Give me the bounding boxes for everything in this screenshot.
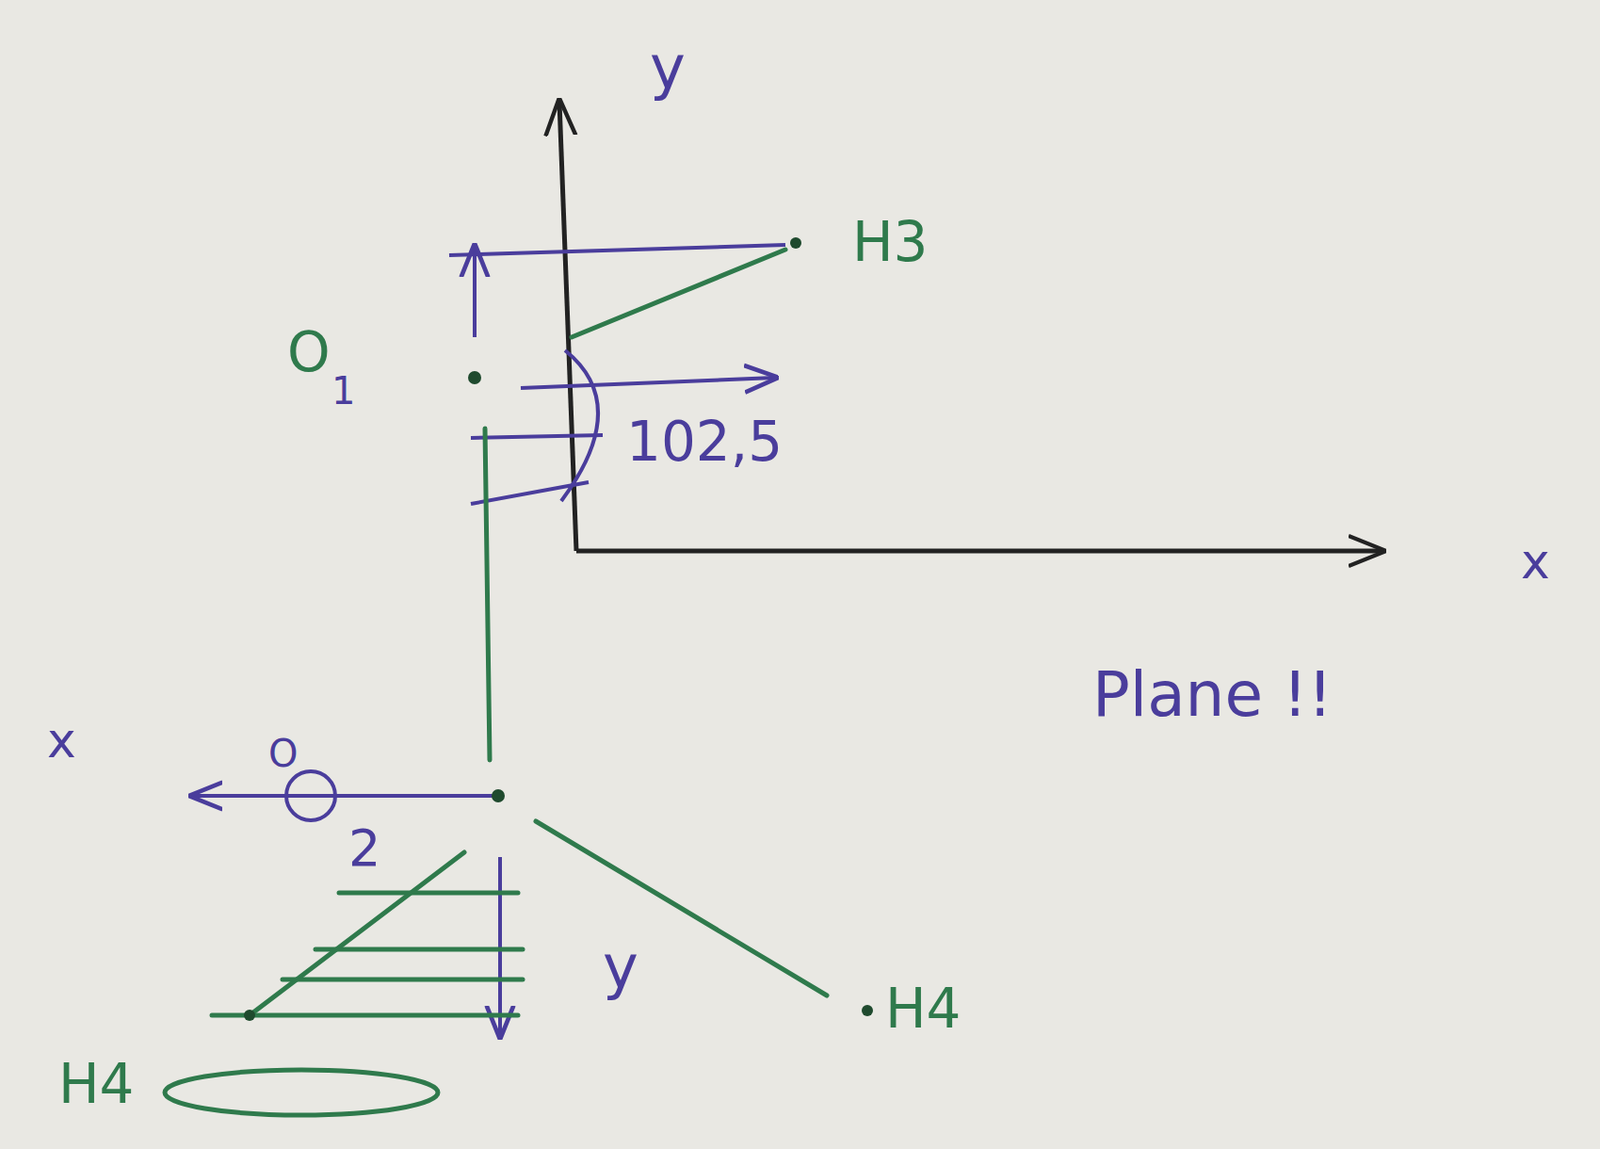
atom-dot: [861, 1004, 873, 1017]
x-axis: [576, 549, 1383, 554]
atom-dot: [243, 1009, 256, 1021]
atom-label: H4: [58, 1056, 135, 1112]
axis-label: x: [47, 715, 77, 765]
atom-label: O: [268, 734, 298, 773]
hatch-line: [282, 977, 523, 983]
angle-arc: [561, 350, 598, 502]
hatch-line: [211, 1013, 518, 1019]
atom-label: O: [287, 324, 331, 380]
bond-line: [571, 249, 786, 338]
axis-label: x: [1520, 536, 1551, 586]
axis-label: y: [649, 37, 686, 98]
atom-label: H3: [852, 214, 929, 270]
y-axis-arrow: [498, 856, 502, 1036]
vector-arrow: [520, 377, 776, 388]
atom-label: H4: [885, 981, 962, 1036]
atom-index: 2: [348, 823, 381, 874]
atom-dot: [468, 371, 482, 385]
atom-index: 1: [331, 371, 356, 410]
hatch-line: [339, 890, 518, 896]
atom-dots: [243, 237, 873, 1021]
axis-circle: [286, 771, 336, 821]
bonds: [164, 249, 827, 1116]
hatch-line: [470, 435, 603, 438]
atom-dot: [491, 789, 505, 803]
atom-dot: [790, 237, 802, 249]
note-text: Plane !!: [1092, 663, 1333, 727]
axis-label: y: [602, 937, 639, 998]
hatch-line: [315, 947, 523, 953]
projection-line: [449, 244, 786, 256]
vector-arrow: [472, 246, 477, 338]
bond-line: [535, 821, 827, 996]
angle-value: 102,5: [626, 414, 783, 469]
x-axis-arrow: [192, 793, 499, 798]
bond-line: [249, 852, 465, 1016]
orbital-lobe: [164, 1069, 438, 1116]
axes: [559, 101, 1383, 551]
bond-line: [484, 428, 490, 760]
